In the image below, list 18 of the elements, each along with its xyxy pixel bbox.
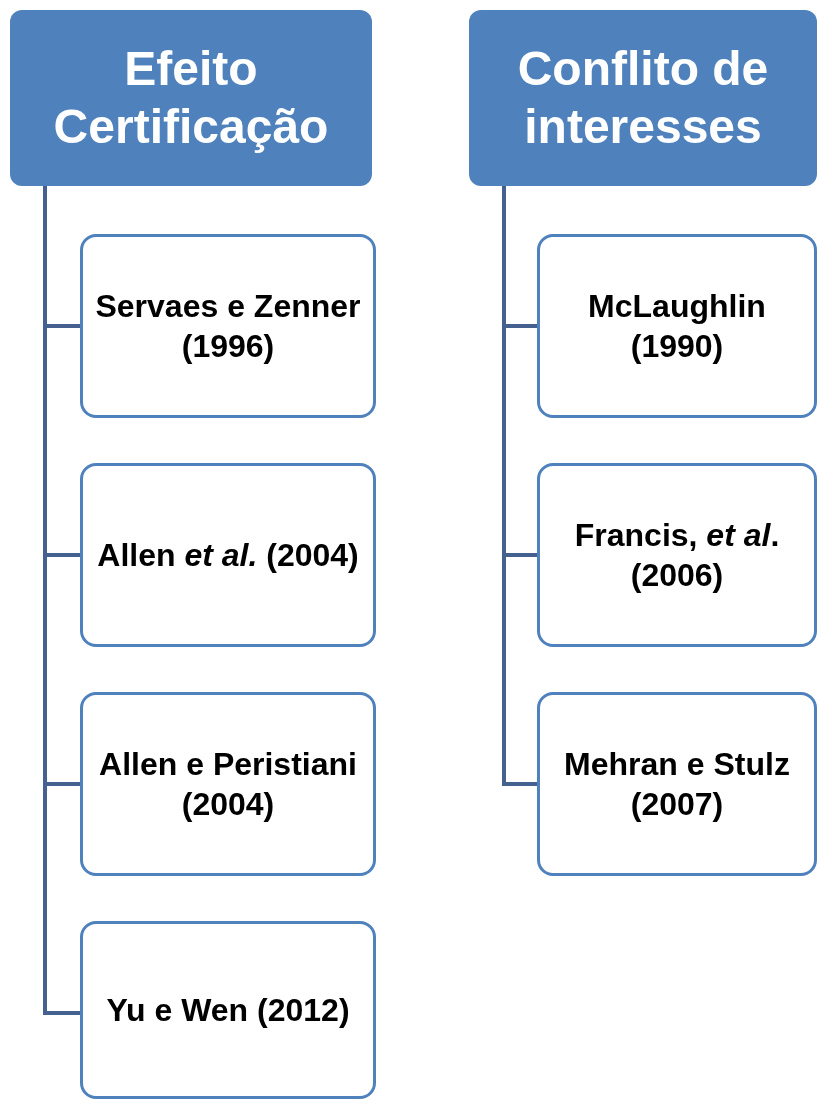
reference-text: McLaughlin (1990) [587,287,767,366]
reference-box [80,692,376,876]
reference-text: Yu e Wen (2012) [106,991,350,1030]
reference-box [537,234,817,418]
reference-box [537,692,817,876]
reference-box [80,463,376,647]
reference-text: Allen e Peristiani (2004) [98,745,358,824]
reference-box [537,463,817,647]
reference-text: Allen et al. (2004) [97,536,359,575]
reference-text: Servaes e Zenner (1996) [94,287,362,366]
category-title: Conflito de interesses [516,41,770,155]
reference-text: Francis, et al. (2006) [573,516,781,595]
category-header [469,10,817,186]
reference-text: Mehran e Stulz (2007) [563,745,791,824]
category-title: Efeito Certificação [52,41,330,155]
reference-box [80,921,376,1099]
reference-box [80,234,376,418]
category-header [10,10,372,186]
